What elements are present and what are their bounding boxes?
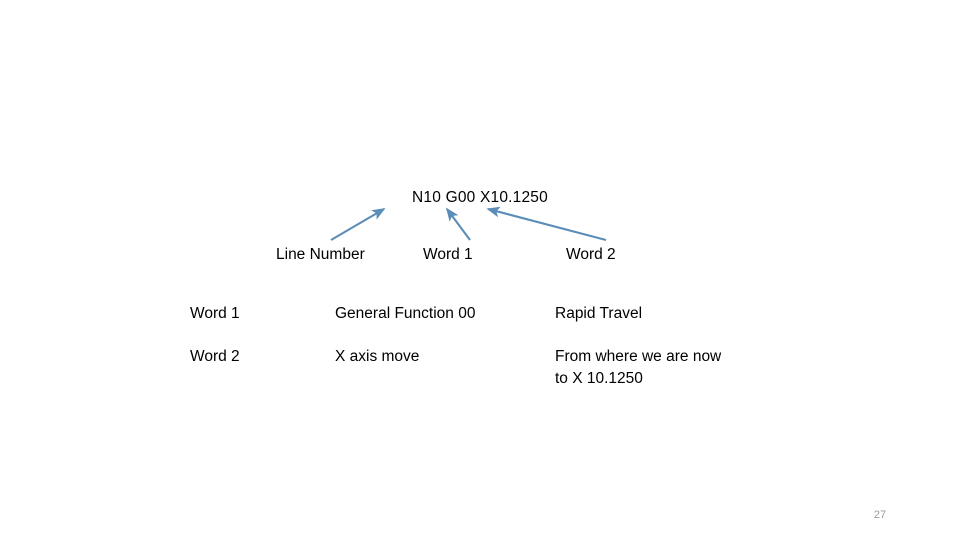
row-word-name: Word 2 <box>190 348 240 365</box>
table-row: Word 1 General Function 00 Rapid Travel <box>190 303 810 346</box>
arrow-to-word-1-icon <box>445 207 471 241</box>
row-word-meaning: X axis move <box>335 348 420 365</box>
gcode-line: N10 G00 X10.1250 <box>412 189 548 206</box>
table-row: Word 2 X axis move From where we are now… <box>190 346 810 390</box>
row-word-description: Rapid Travel <box>555 305 643 322</box>
annotation-label-line-number: Line Number <box>276 246 365 263</box>
word-explanation-table: Word 1 General Function 00 Rapid Travel … <box>190 303 810 390</box>
arrow-to-word-2-icon <box>486 206 607 242</box>
annotation-label-word-2: Word 2 <box>566 246 616 263</box>
page-number: 27 <box>873 509 887 521</box>
row-word-description: From where we are now to X 10.1250 <box>555 348 722 387</box>
row-word-meaning: General Function 00 <box>335 305 476 322</box>
arrow-to-line-number-icon <box>330 208 386 241</box>
annotation-label-word-1: Word 1 <box>423 246 473 263</box>
row-word-name: Word 1 <box>190 305 240 322</box>
